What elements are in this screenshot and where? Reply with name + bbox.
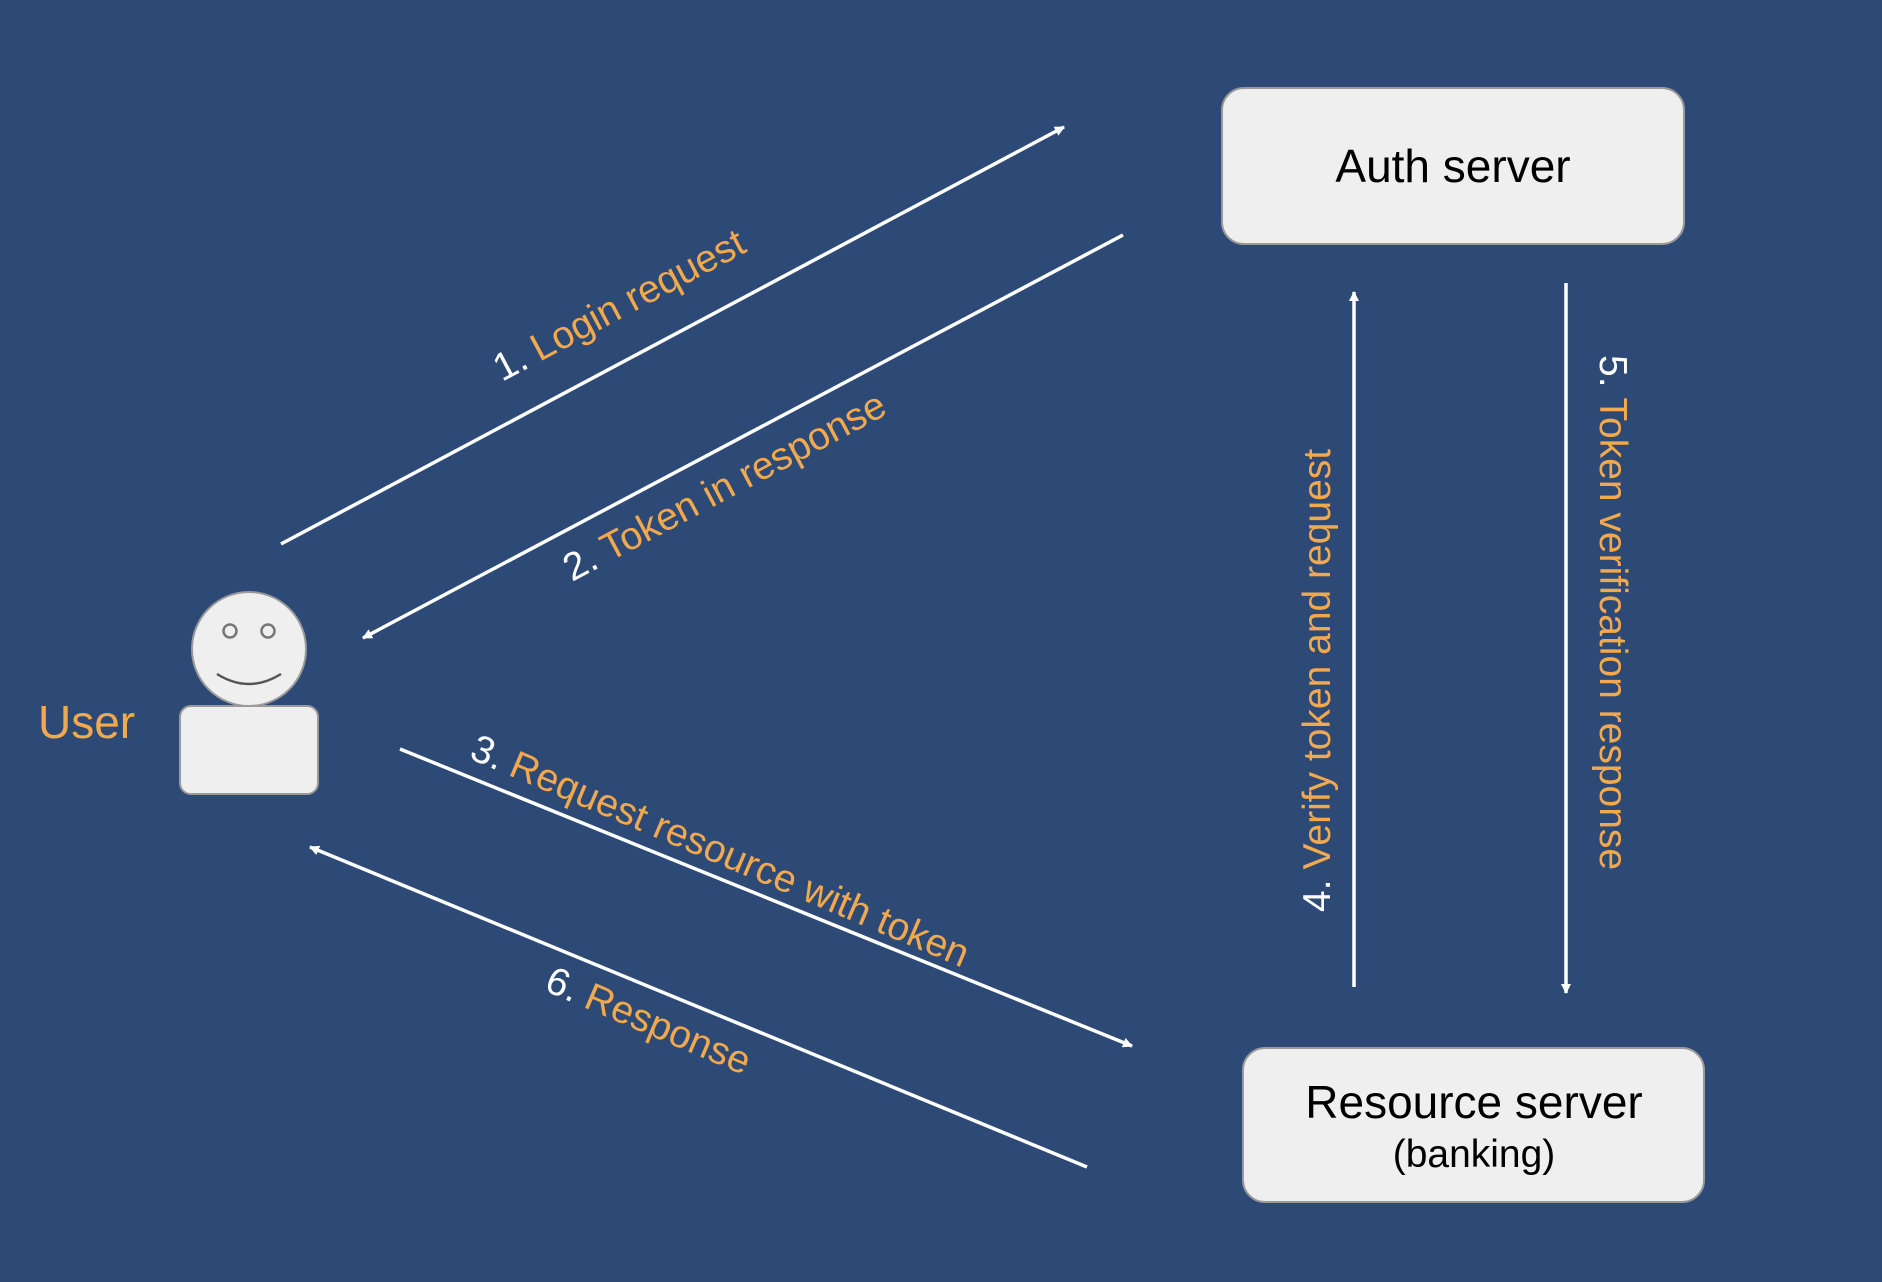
arrow-request-resource xyxy=(399,747,1133,1048)
arrow-response xyxy=(309,845,1088,1169)
step-3-text: Request resource with token xyxy=(504,743,976,976)
resource-server-subtitle: (banking) xyxy=(1393,1133,1556,1176)
step-5-number: 5. xyxy=(1591,355,1634,388)
step-1-number: 1. xyxy=(486,337,535,390)
step-3-label: 3.Request resource with token xyxy=(464,727,975,976)
resource-server-title: Resource server xyxy=(1305,1076,1642,1128)
step-2-number: 2. xyxy=(556,537,605,590)
step-5-label: 5. Token verification response xyxy=(1591,355,1634,870)
step-4-label: 4. Verify token and request xyxy=(1296,449,1339,912)
step-3-number: 3. xyxy=(464,727,511,779)
auth-server-title: Auth server xyxy=(1335,140,1570,192)
step-2-label: 2.Token in response xyxy=(556,383,893,590)
step-6-number: 6. xyxy=(539,959,586,1011)
step-5-text: Token verification response xyxy=(1591,398,1634,871)
auth-server-node: Auth server xyxy=(1221,87,1685,245)
step-2-text: Token in response xyxy=(594,383,894,570)
step-4-number: 4. xyxy=(1296,879,1339,912)
arrow-login-request xyxy=(280,125,1065,546)
smiley-person-icon xyxy=(179,591,319,795)
arrow-token-in-response xyxy=(362,233,1124,640)
resource-server-node: Resource server (banking) xyxy=(1242,1047,1705,1203)
step-6-label: 6.Response xyxy=(539,959,757,1084)
step-1-text: Login request xyxy=(524,221,753,370)
step-6-text: Response xyxy=(579,975,757,1083)
user-label: User xyxy=(38,696,135,748)
step-4-text: Verify token and request xyxy=(1296,449,1339,870)
